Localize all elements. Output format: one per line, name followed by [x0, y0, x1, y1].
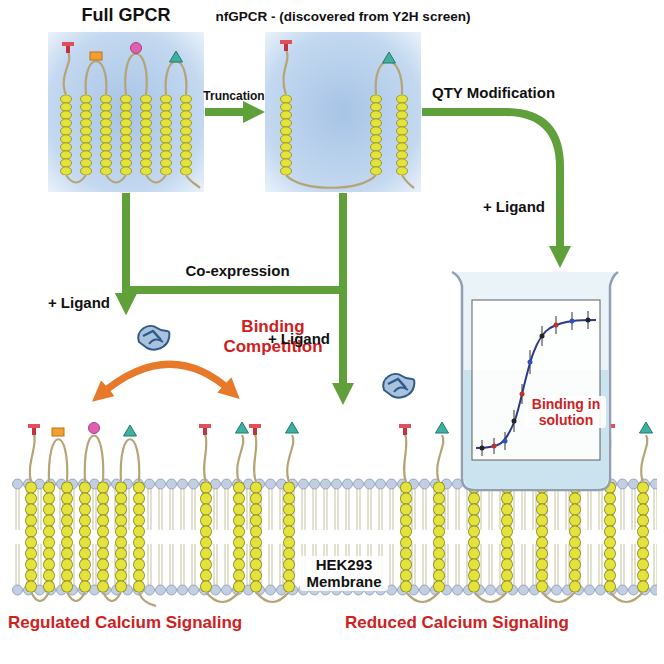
- illustration-part: [125, 54, 147, 95]
- illustration-part: [199, 422, 249, 602]
- panel-heading: Full GPCR: [8, 5, 244, 26]
- illustration-part: [31, 592, 49, 601]
- illustration-part: [49, 439, 67, 482]
- illustration-part: [503, 439, 508, 444]
- gpcr-panel: [48, 32, 204, 192]
- illustration-part: [281, 95, 292, 175]
- illustration-part: [492, 444, 497, 449]
- illustration-part: [134, 482, 145, 593]
- illustration-part: [186, 175, 200, 188]
- diagram-node: Full GPCR: [48, 32, 204, 192]
- illustration-part: [280, 40, 292, 51]
- illustration-part: [131, 43, 142, 54]
- full-gpcr-structure: [61, 42, 201, 188]
- illustration-part: [30, 434, 35, 482]
- lipid-bilayer: [12, 478, 657, 596]
- illustration-part: [554, 323, 559, 328]
- illustration-part: [80, 482, 91, 593]
- illustration-part: [98, 482, 109, 593]
- illustration-part: [116, 482, 127, 593]
- illustration-part: [67, 592, 85, 601]
- diagram-node: Binding in solution: [450, 268, 615, 490]
- illustration-part: [90, 52, 102, 60]
- illustration-part: [371, 95, 382, 175]
- illustration-part: [121, 95, 132, 175]
- illustration-part: [376, 61, 402, 95]
- illustration-part: [141, 95, 152, 175]
- edge-label: Truncation: [194, 90, 274, 104]
- illustration-part: [28, 424, 40, 435]
- illustration-part: [26, 482, 37, 593]
- ligand-icon: [383, 374, 414, 398]
- illustration-part: [528, 360, 533, 365]
- flow-arrow: [205, 108, 251, 116]
- illustration-part: [81, 95, 92, 175]
- illustration-part: [62, 482, 73, 593]
- annotation-label: HEK293 Membrane: [300, 556, 388, 591]
- illustration-part: [146, 175, 166, 183]
- illustration-part: [124, 425, 137, 436]
- illustration-part: [101, 95, 112, 175]
- nfgpcr-panel: [265, 32, 421, 192]
- illustration-part: [89, 423, 100, 434]
- illustration-part: [286, 175, 376, 188]
- beaker: [452, 272, 618, 490]
- illustration-part: [103, 592, 121, 601]
- illustration-part: [397, 95, 408, 175]
- illustration-part: [249, 422, 299, 602]
- illustration-part: [121, 439, 140, 482]
- flow-arrow: [339, 193, 347, 391]
- illustration-part: [85, 436, 104, 483]
- illustration-part: [472, 300, 600, 460]
- diagram-node: Binding CompetitionRegulated Calcium Sig…: [0, 315, 335, 650]
- illustration-part: [480, 446, 485, 451]
- illustration-part: [66, 175, 86, 183]
- diagram-node: nfGPCR - (discovered from Y2H screen): [265, 32, 421, 192]
- competition-arrow: [100, 364, 232, 395]
- illustration-part: [402, 175, 414, 188]
- illustration-part: [62, 42, 74, 53]
- membrane-full-gpcr: [26, 423, 157, 607]
- illustration-part: [181, 95, 192, 175]
- illustration-part: [86, 61, 107, 95]
- illustration-part: [161, 95, 172, 175]
- illustration-part: [520, 392, 525, 397]
- illustration-part: [52, 428, 64, 436]
- panel-heading: nfGPCR - (discovered from Y2H screen): [190, 9, 496, 25]
- illustration-part: [452, 272, 618, 490]
- illustration-part: [399, 422, 449, 602]
- annotation-label: + Ligand: [455, 198, 545, 215]
- illustration-part: [139, 592, 156, 606]
- illustration-part: [540, 334, 545, 339]
- edge-label: QTY Modification: [432, 84, 592, 101]
- illustration-part: [170, 51, 183, 62]
- illustration-part: [64, 52, 70, 95]
- illustration-part: [476, 320, 596, 448]
- illustration-part: [570, 319, 575, 324]
- flow-arrow: [422, 112, 560, 254]
- illustration-part: [383, 52, 396, 63]
- edge-label: Co-expression: [175, 262, 300, 279]
- illustration-part: [586, 318, 591, 323]
- flow-arrow: [126, 193, 343, 301]
- illustration-part: [166, 61, 187, 95]
- edge-label: + Ligand: [240, 330, 330, 347]
- nfgpcr-structure: [280, 40, 414, 188]
- illustration-part: [283, 50, 287, 95]
- illustration-part: [61, 95, 72, 175]
- illustration-part: [512, 419, 517, 424]
- node-text: Reduced Calcium Signaling: [345, 613, 655, 633]
- node-text: Regulated Calcium Signaling: [8, 613, 328, 633]
- illustration-part: [44, 482, 55, 593]
- diagram-node: Reduced Calcium Signaling: [335, 405, 664, 650]
- ligand-icon: [138, 326, 169, 350]
- node-text: Binding in solution: [526, 396, 606, 428]
- flow-arrow: [122, 193, 130, 301]
- edge-label: + Ligand: [26, 294, 110, 311]
- illustration-part: [106, 175, 126, 183]
